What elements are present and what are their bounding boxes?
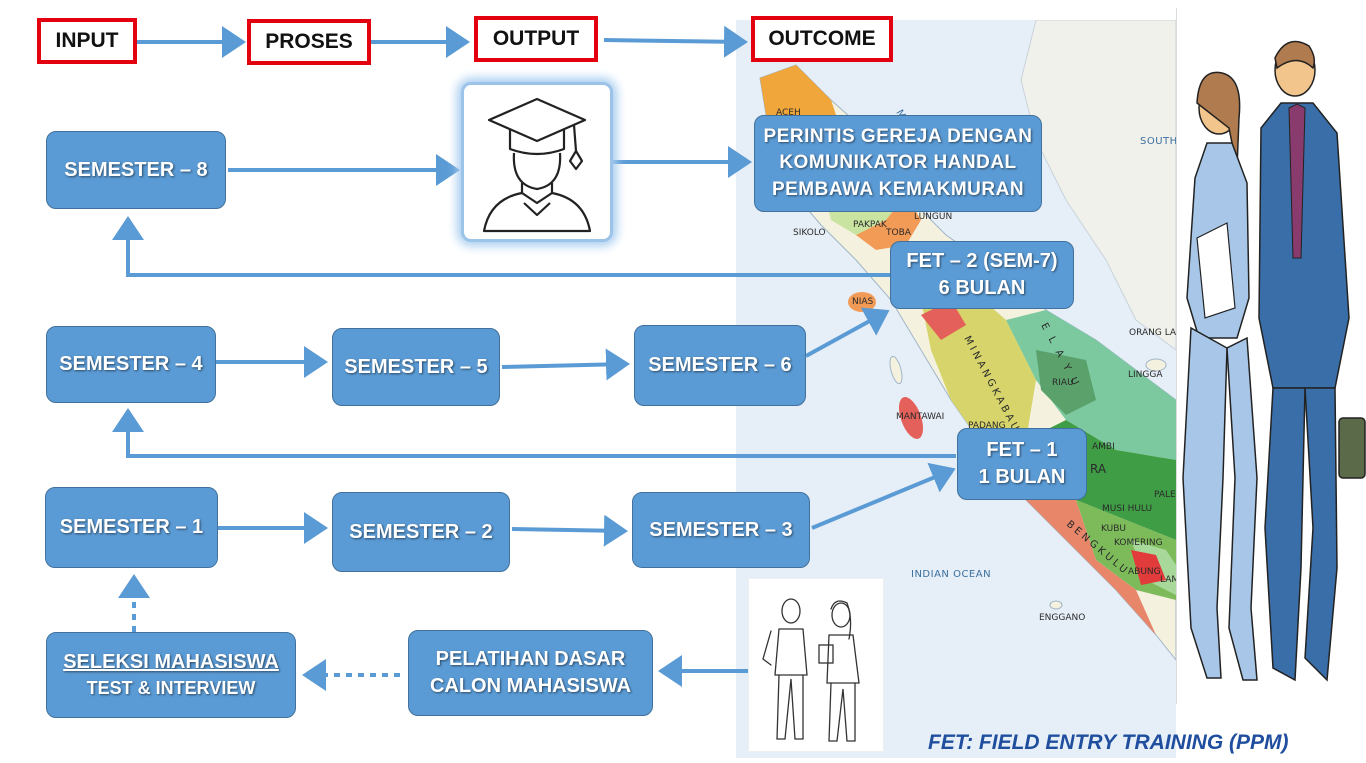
fet-2-line-2: 6 BULAN [938, 277, 1026, 299]
outcome-line-3: PEMBAWA KEMAKMURAN [771, 178, 1025, 200]
arrow-sem2-sem3 [511, 514, 628, 547]
map-label-ra: RA [1090, 462, 1107, 476]
fet-1-line-1: FET – 1 [986, 439, 1058, 461]
outcome-line-2: KOMUNIKATOR HANDAL [779, 152, 1017, 174]
seleksi-box: SELEKSI MAHASISWA TEST & INTERVIEW [46, 632, 296, 718]
map-label-south: SOUTH [1140, 136, 1176, 147]
map-label-padang: PADANG [968, 421, 1006, 431]
map-label-mentawai: MANTAWAI [896, 412, 944, 422]
map-label-enggano: ENGGANO [1039, 613, 1085, 623]
arrow-sem5-sem6 [501, 348, 630, 381]
fet-2-line-1: FET – 2 (SEM-7) [906, 250, 1058, 272]
semester-8-box: SEMESTER – 8 [46, 131, 226, 209]
semester-5-box: SEMESTER – 5 [332, 328, 500, 406]
header-outcome: OUTCOME [751, 16, 893, 62]
map-label-jambi: AMBI [1092, 442, 1115, 452]
outcome-line-1: PERINTIS GEREJA DENGAN [763, 125, 1033, 147]
header-input: INPUT [37, 18, 137, 64]
map-label-orang-laut: ORANG LAU [1129, 328, 1176, 338]
business-people-illustration [1176, 8, 1366, 704]
seleksi-line-1: SELEKSI MAHASISWA [63, 651, 279, 674]
map-label-riau: RIAU [1052, 378, 1074, 388]
map-label-toba: TOBA [885, 228, 912, 238]
pelatihan-line-1: PELATIHAN DASAR [435, 648, 626, 670]
semester-3-label: SEMESTER – 3 [649, 518, 793, 541]
map-label-komering: KOMERING [1114, 538, 1163, 548]
semester-6-box: SEMESTER – 6 [634, 325, 806, 406]
map-label-indian-ocean: INDIAN OCEAN [911, 569, 991, 580]
arrow-fet2-sem8 [112, 216, 890, 277]
pelatihan-line-2: CALON MAHASISWA [429, 675, 632, 697]
semester-4-box: SEMESTER – 4 [46, 326, 216, 403]
header-input-label: INPUT [55, 29, 119, 52]
semester-2-box: SEMESTER – 2 [332, 492, 510, 572]
pelatihan-box: PELATIHAN DASAR CALON MAHASISWA [408, 630, 653, 716]
semester-2-label: SEMESTER – 2 [349, 520, 493, 543]
map-label-nias: NIAS [852, 297, 874, 307]
semester-4-label: SEMESTER – 4 [59, 353, 203, 375]
map-label-abung: ABUNG [1128, 567, 1161, 577]
graduate-icon-frame [461, 82, 613, 242]
semester-8-label: SEMESTER – 8 [64, 158, 208, 181]
map-label-lingga: LINGGA [1128, 370, 1163, 380]
map-label-lampung: LAM [1160, 575, 1176, 585]
header-proses: PROSES [247, 19, 371, 65]
fet-2-box: FET – 2 (SEM-7) 6 BULAN [890, 241, 1074, 309]
seleksi-line-2: TEST & INTERVIEW [86, 678, 256, 699]
fet-1-line-2: 1 BULAN [978, 466, 1066, 488]
students-sketch [748, 578, 884, 752]
arrow-fet1-sem4 [112, 408, 956, 458]
fet-caption: FET: FIELD ENTRY TRAINING (PPM) [928, 731, 1289, 754]
students-drawing [762, 598, 860, 742]
semester-5-label: SEMESTER – 5 [344, 355, 488, 378]
graduate-icon [482, 97, 592, 233]
fet-1-box: FET – 1 1 BULAN [957, 428, 1087, 500]
arrow-sem6-fet2 [805, 307, 890, 358]
map-label-kubu: KUBU [1101, 524, 1126, 534]
header-proses-label: PROSES [265, 30, 353, 53]
semester-3-box: SEMESTER – 3 [632, 492, 810, 568]
header-outcome-label: OUTCOME [768, 27, 876, 50]
map-label-sikolo: SIKOLO [793, 228, 826, 238]
business-people-drawing [1177, 8, 1366, 704]
map-label-musi-hulu: MUSI HULU [1102, 504, 1152, 514]
map-label-aceh: ACEH [776, 108, 801, 118]
semester-6-label: SEMESTER – 6 [648, 354, 792, 376]
arrow-output-outcome [603, 25, 748, 58]
arrow-sem3-fet1 [811, 462, 956, 530]
semester-1-box: SEMESTER – 1 [45, 487, 218, 568]
header-output: OUTPUT [474, 16, 598, 62]
semester-1-label: SEMESTER – 1 [59, 516, 204, 538]
map-label-lungun: LUNGUN [914, 212, 952, 222]
outcome-box: PERINTIS GEREJA DENGAN KOMUNIKATOR HANDA… [754, 115, 1042, 212]
map-label-pakpak: PAKPAK [853, 220, 888, 230]
header-output-label: OUTPUT [492, 27, 580, 50]
